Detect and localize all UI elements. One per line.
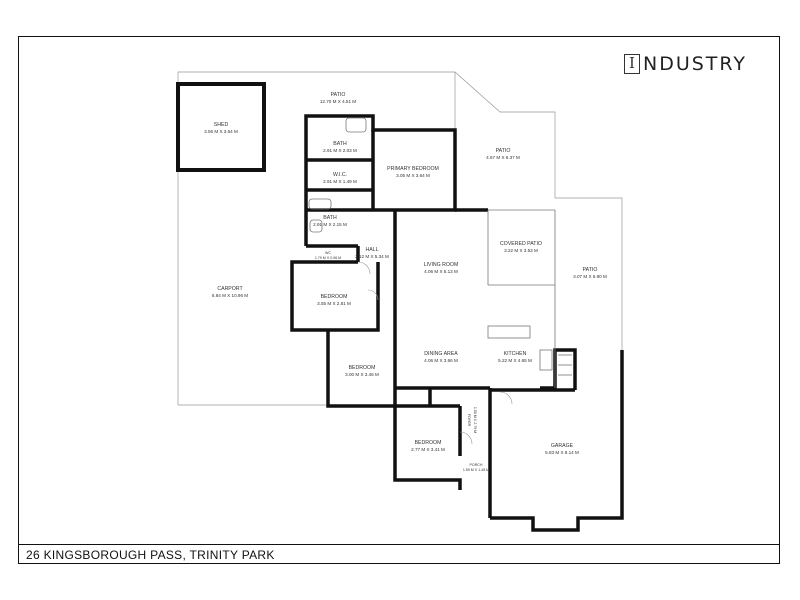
patio-right-dims: 4.67 M X 6.37 M <box>486 155 520 160</box>
hall-name: HALL <box>366 247 379 253</box>
footer-bar <box>18 544 780 564</box>
covered-patio-name: COVERED PATIO <box>500 241 542 247</box>
property-address: 26 KINGSBOROUGH PASS, TRINITY PARK <box>26 548 275 562</box>
patio-top-name: PATIO <box>331 92 346 98</box>
covered-patio-dims: 3.22 M X 3.53 M <box>504 248 538 253</box>
floor-plan-sheet <box>18 36 780 564</box>
interior-details <box>308 117 572 388</box>
door-swings <box>357 261 513 445</box>
carport-dims: 6.84 M X 10.96 M <box>212 293 248 298</box>
bedroom2-dims: 3.55 M X 2.81 M <box>317 301 351 306</box>
primary-bedroom-name: PRIMARY BEDROOM <box>387 166 439 172</box>
porch-name: PORCH <box>470 463 483 467</box>
dining-dims: 4.06 M X 3.66 M <box>424 358 458 363</box>
patio-right-name: PATIO <box>496 148 511 154</box>
carport-name: CARPORT <box>217 286 243 292</box>
shed-walls <box>176 82 266 172</box>
kitchen-name: KITCHEN <box>504 351 527 357</box>
kitchen-dims: 5.22 M X 4.65 M <box>498 358 532 363</box>
patio-east-name: PATIO <box>583 267 598 273</box>
patio-east-dims: 3.07 M X 6.90 M <box>573 274 607 279</box>
bedroom4-name: BEDROOM <box>415 440 442 446</box>
room-labels: PATIO 12.70 M X 4.51 M SHED 3.56 M X 3.6… <box>204 92 607 472</box>
wc-name: WC <box>325 251 331 255</box>
foyer-dims: 1.58 M X 2.79 M <box>473 407 477 433</box>
living-room-dims: 4.06 M X 5.13 M <box>424 269 458 274</box>
porch-dims: 1.59 M X 1.45 M <box>463 468 489 472</box>
logo-mark-icon: I <box>624 54 640 74</box>
bedroom3-name: BEDROOM <box>349 365 376 371</box>
bath2-dims: 2.91 M X 2.15 M <box>313 222 347 227</box>
bath2-name: BATH <box>323 215 337 221</box>
hall-dims: 2.12 M X 5.34 M <box>355 254 389 259</box>
wic-name: W.I.C. <box>333 172 347 178</box>
foyer-name: FOYER <box>467 414 471 427</box>
wc-dims: 1.79 M X 0.96 M <box>315 256 341 260</box>
bedroom3-dims: 3.00 M X 3.46 M <box>345 372 379 377</box>
dining-name: DINING AREA <box>424 351 458 357</box>
garage-name: GARAGE <box>551 443 574 449</box>
bath1-dims: 2.91 M X 2.03 M <box>323 148 357 153</box>
bedroom2-name: BEDROOM <box>321 294 348 300</box>
primary-bedroom-dims: 3.05 M X 3.64 M <box>396 173 430 178</box>
shed-dims: 3.56 M X 3.64 M <box>204 129 238 134</box>
living-room-name: LIVING ROOM <box>424 262 459 268</box>
house-walls <box>290 114 624 532</box>
brand-name: NDUSTRY <box>643 53 748 75</box>
brand-logo: I NDUSTRY <box>624 52 747 76</box>
bath1-name: BATH <box>333 141 347 147</box>
patio-top-dims: 12.70 M X 4.51 M <box>320 99 356 104</box>
wic-dims: 2.91 M X 1.49 M <box>323 179 357 184</box>
shed-name: SHED <box>214 122 229 128</box>
garage-dims: 5.83 M X 8.14 M <box>545 450 579 455</box>
bedroom4-dims: 2.77 M X 3.41 M <box>411 447 445 452</box>
